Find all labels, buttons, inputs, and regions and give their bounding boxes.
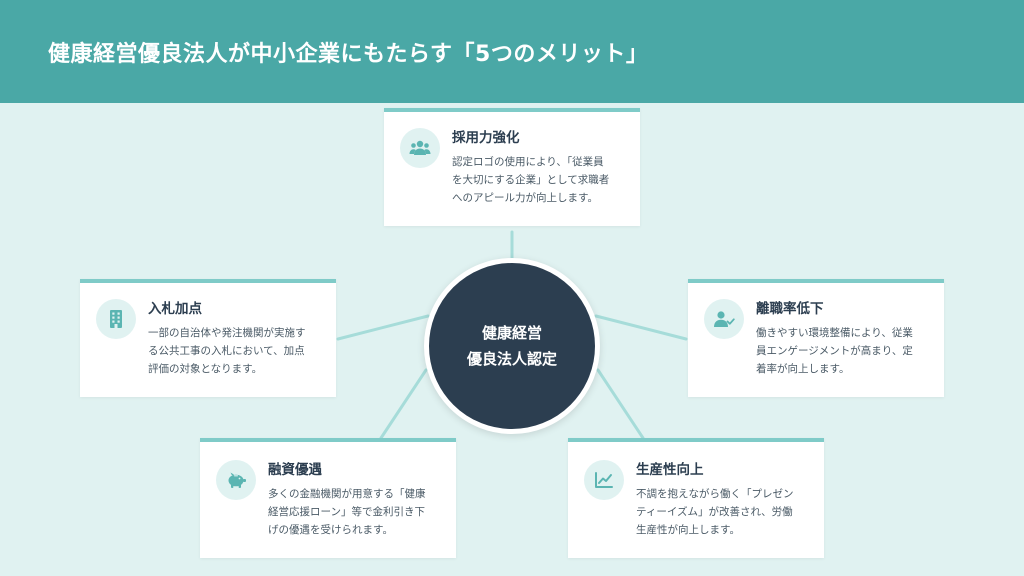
merit-description: 一部の自治体や発注機関が実施す る公共工事の入札において、加点 評価の対象となり… <box>148 327 306 375</box>
connector-bottom-right <box>596 368 645 440</box>
connector-right <box>594 314 688 341</box>
merit-title: 融資優遇 <box>268 462 322 478</box>
connector-left <box>336 314 430 341</box>
center-label: 健康経営 優良法人認定 <box>466 324 557 368</box>
merit-card-recruitment: 採用力強化 認定ロゴの使用により、「従業員 を大切にする企業」として求職者 への… <box>384 108 640 226</box>
piggy-bank-icon <box>216 460 256 500</box>
merit-description: 認定ロゴの使用により、「従業員 を大切にする企業」として求職者 へのアピール力が… <box>452 156 610 204</box>
merit-title: 生産性向上 <box>636 462 704 478</box>
building-icon <box>96 299 136 339</box>
connector-bottom-left <box>379 368 428 440</box>
header-bar: 健康経営優良法人が中小企業にもたらす「5つのメリット」 <box>0 0 1024 103</box>
merit-title: 採用力強化 <box>452 130 520 146</box>
page-title: 健康経営優良法人が中小企業にもたらす「5つのメリット」 <box>48 42 649 67</box>
merit-title: 入札加点 <box>148 301 202 317</box>
merit-description: 多くの金融機関が用意する「健康 経営応援ローン」等で金利引き下 げの優遇を受けら… <box>268 488 426 536</box>
merit-title: 離職率低下 <box>756 301 824 317</box>
merit-description: 働きやすい環境整備により、従業 員エンゲージメントが高まり、定 着率が向上します… <box>756 327 913 375</box>
user-check-icon <box>704 299 744 339</box>
users-icon <box>400 128 440 168</box>
merit-card-bidding: 入札加点 一部の自治体や発注機関が実施す る公共工事の入札において、加点 評価の… <box>80 279 336 397</box>
chart-line-icon <box>584 460 624 500</box>
merit-card-productivity: 生産性向上 不調を抱えながら働く「プレゼン ティーイズム」が改善され、労働 生産… <box>568 438 824 558</box>
center-certification-circle: 健康経営 優良法人認定 <box>424 258 600 434</box>
merit-description: 不調を抱えながら働く「プレゼン ティーイズム」が改善され、労働 生産性が向上しま… <box>636 488 794 536</box>
merit-card-turnover: 離職率低下 働きやすい環境整備により、従業 員エンゲージメントが高まり、定 着率… <box>688 279 944 397</box>
merit-card-financing: 融資優遇 多くの金融機関が用意する「健康 経営応援ローン」等で金利引き下 げの優… <box>200 438 456 558</box>
